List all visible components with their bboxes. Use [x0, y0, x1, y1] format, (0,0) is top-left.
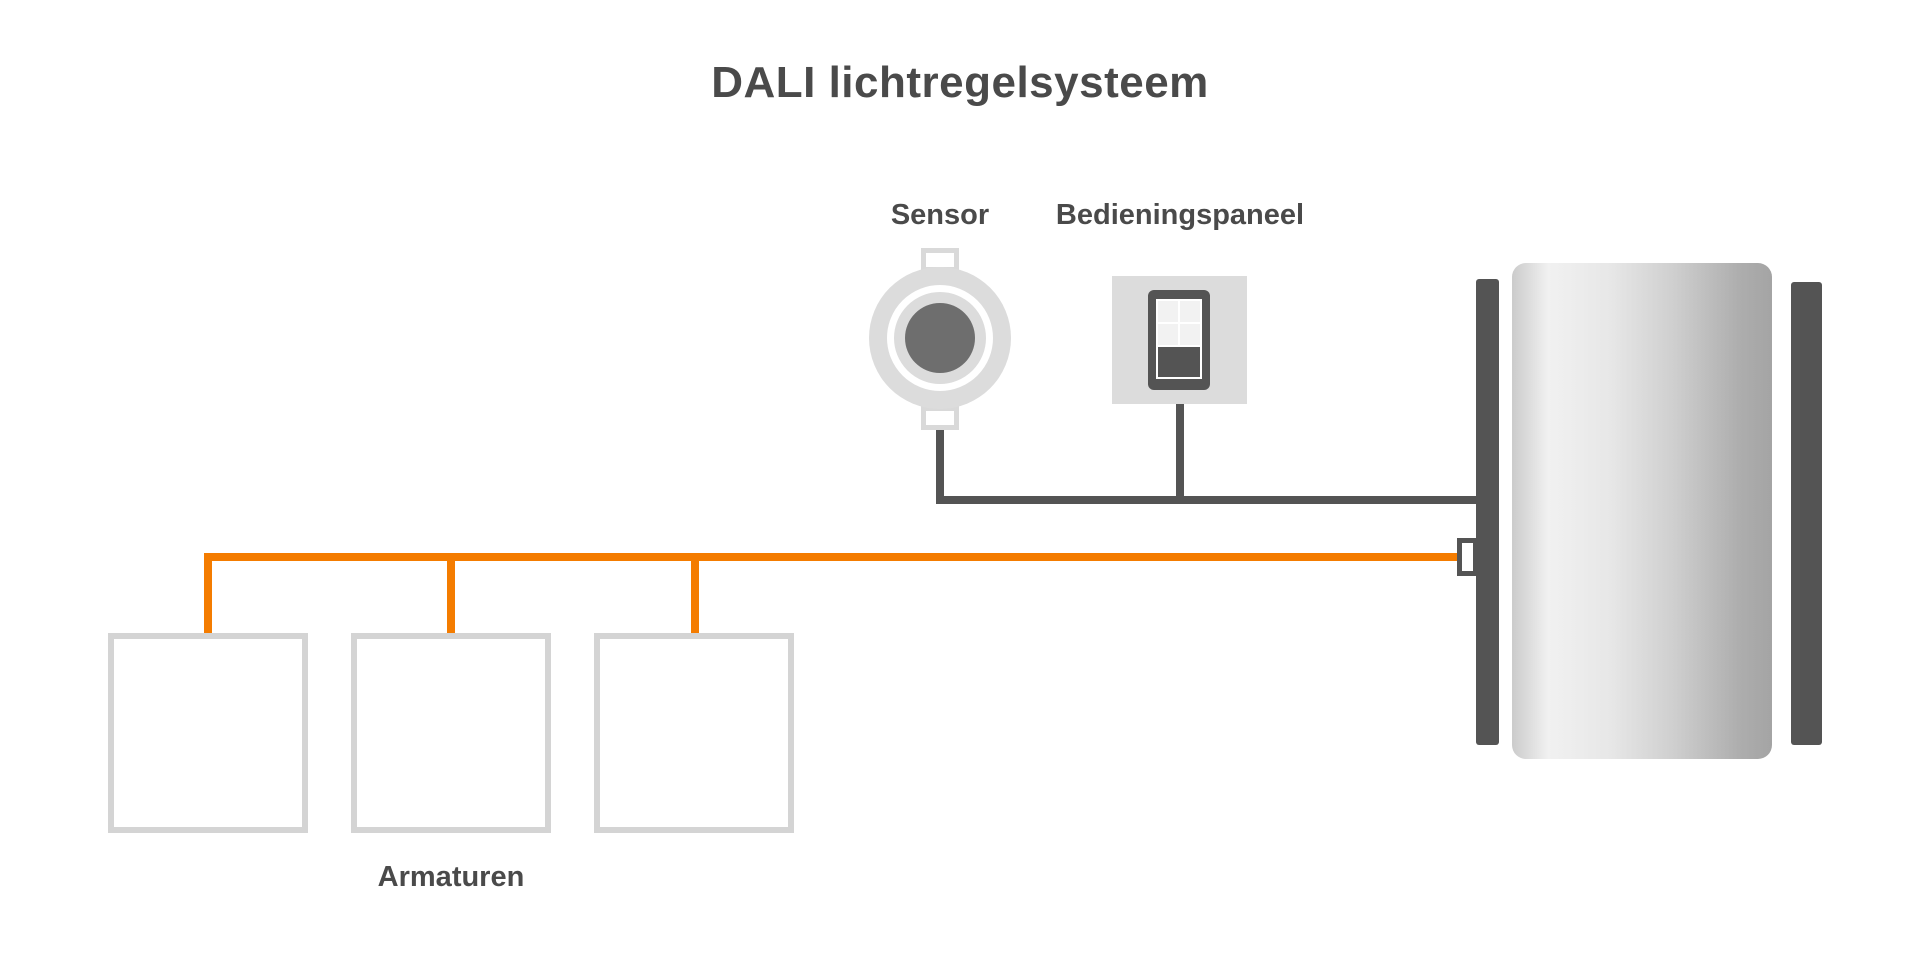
control-bus-line: [936, 496, 1482, 504]
dali-bus-line: [204, 553, 1459, 561]
panel-display: [1158, 347, 1200, 377]
control-panel-icon: [1112, 276, 1247, 404]
panel-control-line: [1176, 400, 1184, 504]
sensor-label: Sensor: [890, 199, 990, 231]
control-panel-label: Bedieningspaneel: [1055, 199, 1305, 231]
fixture-drop-line-2: [447, 553, 455, 637]
sensor-control-line: [936, 418, 944, 504]
controller-end-cap-left: [1476, 279, 1499, 745]
fixture-box-2: [351, 633, 551, 833]
sensor-mount-tab-bottom: [921, 406, 959, 430]
panel-button: [1158, 324, 1178, 346]
sensor-lens: [905, 303, 975, 373]
fixture-box-3: [594, 633, 794, 833]
control-panel-buttons: [1156, 299, 1202, 379]
controller-end-cap-right: [1791, 282, 1822, 745]
panel-button: [1158, 301, 1178, 323]
diagram-title: DALI lichtregelsysteem: [711, 58, 1209, 107]
fixture-drop-line-3: [691, 553, 699, 637]
panel-button: [1180, 301, 1200, 323]
panel-button: [1180, 324, 1200, 346]
fixture-drop-line-1: [204, 553, 212, 637]
sensor-ring: [887, 285, 993, 391]
fixture-box-1: [108, 633, 308, 833]
dali-bus-connector: [1457, 538, 1478, 576]
fixtures-label: Armaturen: [377, 861, 525, 893]
control-panel-bezel: [1148, 290, 1210, 390]
controller-body: [1512, 263, 1772, 759]
